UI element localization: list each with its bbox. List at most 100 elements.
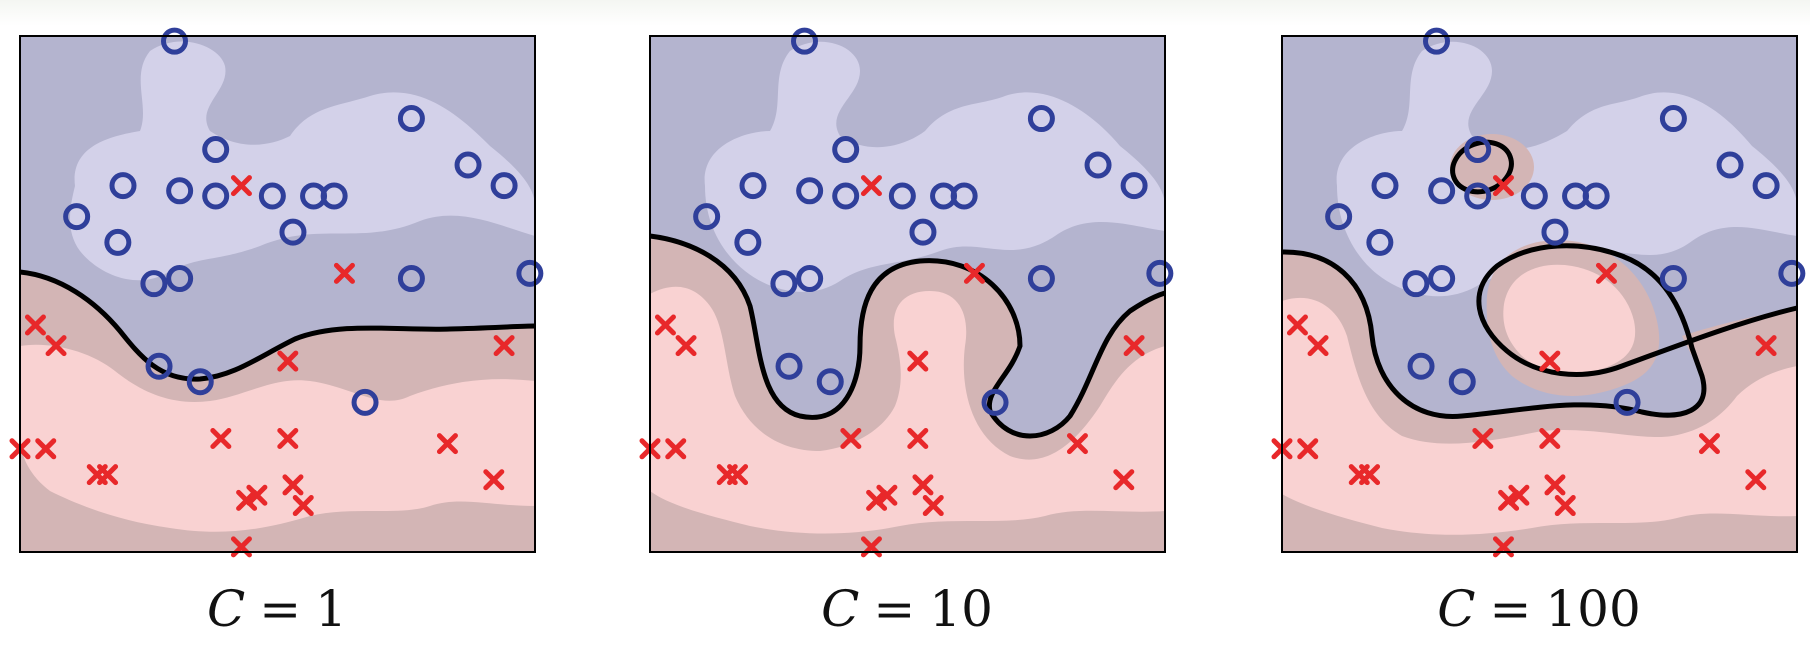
blue-region-inner [1336,41,1797,297]
circle-point [1464,136,1492,164]
circle-point [351,388,379,416]
circle-point [186,368,214,396]
circle-point [775,352,803,380]
cross-point [1286,314,1308,336]
circle-point [796,177,824,205]
cross-point [1123,335,1145,357]
panel-c100-caption: C=100 [1437,580,1641,638]
circle-point [1659,105,1687,133]
circle-point [1423,27,1450,55]
top-band [0,0,1810,26]
cross-point [1698,433,1720,455]
cross-point [1595,262,1617,284]
circle-point [816,368,844,396]
circle-point [791,27,818,55]
decision-boundary [1281,243,1798,419]
circle-point [1402,270,1430,298]
circle-point [279,218,307,246]
circle-point [1027,265,1055,293]
cross-point [277,350,299,372]
circle-point [1613,388,1641,416]
circle-point [145,352,173,380]
panel-c1-regions [20,36,535,552]
cross-point [246,484,268,506]
cross-point [1508,484,1530,506]
circle-point [63,203,91,231]
decision-boundary-group [1281,139,1798,419]
cross-point [907,427,929,449]
cross-point [840,427,862,449]
cross-point [1307,335,1329,357]
circle-point [1541,218,1569,246]
decision-boundary [19,269,536,382]
cross-point [236,489,258,511]
circle-point [1407,352,1435,380]
circle-point [1084,151,1112,179]
circle-point [888,182,916,210]
red-region-inner [20,344,535,532]
circle-point [1752,172,1780,200]
red-region-inner [1503,264,1636,374]
circle-point [166,265,194,293]
cross-point [1539,350,1561,372]
cross-point [1539,427,1561,449]
circle-point [1371,172,1399,200]
cross-point [1492,175,1514,197]
panel-c100-frame [1281,35,1798,553]
circle-point [1120,172,1148,200]
circle-point [770,270,798,298]
cross-point [912,474,934,496]
panel-c10-markers [639,27,1174,558]
cross-point [97,464,119,486]
circle-point [166,177,194,205]
circle-point [950,182,978,210]
cross-point [210,427,232,449]
circle-point [734,228,762,256]
circle-point [202,136,230,164]
circle-point [796,265,824,293]
circle-point [104,228,132,256]
blue-region-inner [704,41,1165,292]
panel-c10-caption: C=10 [821,580,993,638]
cross-point [1359,464,1381,486]
cross-point [866,489,888,511]
cross-point [1113,469,1135,491]
circle-point [1325,203,1353,231]
panel-c100: C=100 [1271,27,1806,638]
cross-point [860,175,882,197]
cross-point [35,438,57,460]
cross-point [922,495,944,517]
circle-point [1659,265,1687,293]
circle-point [1520,182,1548,210]
cross-point [907,350,929,372]
cross-point [665,438,687,460]
circle-point [397,265,425,293]
circle-point [202,182,230,210]
cross-point [1472,427,1494,449]
panel-c100-markers [1271,27,1806,558]
circle-point [832,136,860,164]
circle-point [140,270,168,298]
cross-point [230,175,252,197]
circle-point [397,105,425,133]
circle-point [981,388,1009,416]
cross-point [493,335,515,357]
panel-c1-caption: C=1 [207,580,347,638]
circle-point [1716,151,1744,179]
decision-boundary [649,233,1166,439]
cross-point [282,474,304,496]
decision-boundary-island [1450,139,1514,195]
circle-point [109,172,137,200]
panel-c1-markers [9,27,544,558]
circle-point [258,182,286,210]
red-region-inner [650,286,1165,534]
cross-point [483,469,505,491]
cross-point [1554,495,1576,517]
cross-point [675,335,697,357]
blue-region-inner [70,41,535,281]
cross-point [1297,438,1319,460]
cross-point [1745,469,1767,491]
circle-point [909,218,937,246]
cross-point [654,314,676,336]
panel-c10: C=10 [639,27,1174,638]
